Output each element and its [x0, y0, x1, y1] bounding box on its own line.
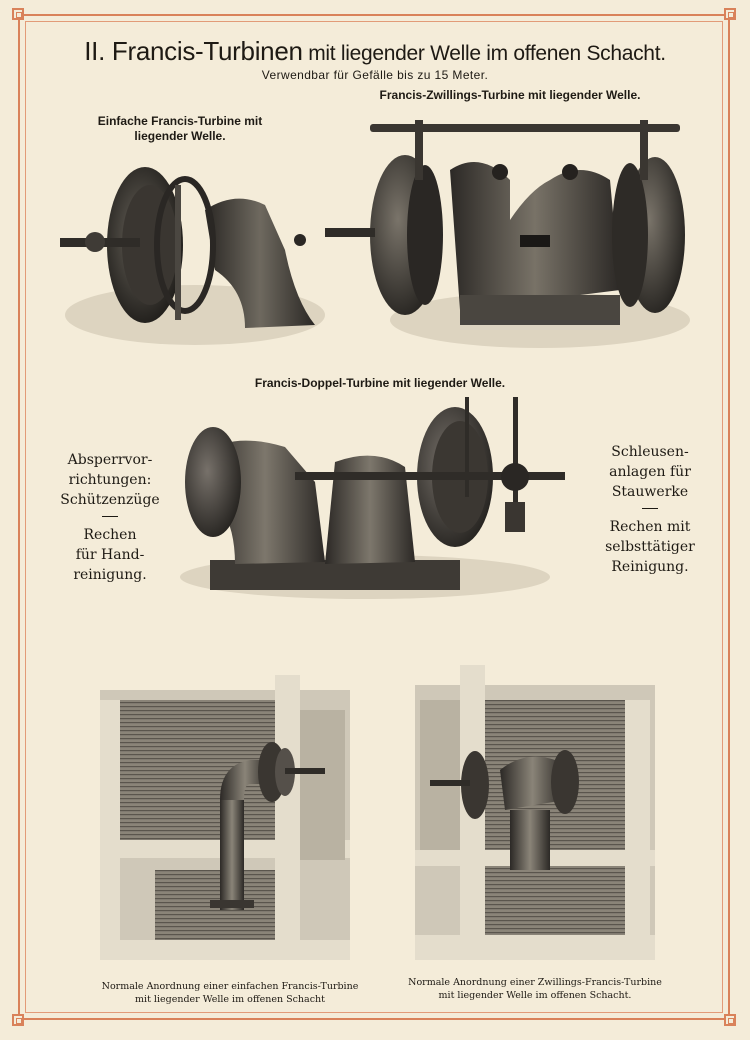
corner-ornament-bottom-right — [724, 1014, 736, 1026]
right-column-text: Schleusen- anlagen für Stauwerke Rechen … — [570, 442, 730, 577]
caption-left-line-1: Normale Anordnung einer einfachen Franci… — [101, 981, 359, 992]
right-bottom-line-3: Reinigung. — [611, 559, 689, 575]
caption-right-line-1: Normale Anordnung einer Zwillings-Franci… — [408, 977, 662, 988]
page-border-inner — [25, 21, 723, 1013]
shaft-arrangement-twin-illustration — [415, 665, 655, 960]
left-bottom-line-1: Rechen — [83, 527, 137, 543]
right-bottom-line-2: selbsttätiger — [605, 539, 695, 555]
caption-right-line-2: mit liegender Welle im offenen Schacht. — [438, 990, 632, 1001]
simple-turbine-illustration — [60, 167, 325, 345]
caption-twin-arrangement: Normale Anordnung einer Zwillings-Franci… — [385, 976, 685, 1002]
caption-left-line-2: mit liegender Welle im offenen Schacht — [135, 994, 325, 1005]
caption-simple-arrangement: Normale Anordnung einer einfachen Franci… — [80, 980, 380, 1006]
left-column-separator — [102, 516, 118, 517]
corner-ornament-top-left — [12, 8, 24, 20]
left-top-line-2: richtungen: — [68, 472, 152, 488]
title-part-1: II. Francis-Turbinen — [84, 36, 303, 66]
label-double-turbine: Francis-Doppel-Turbine mit liegender Wel… — [254, 376, 506, 390]
label-simple-turbine: Einfache Francis-Turbine mit liegender W… — [70, 114, 290, 144]
right-top-line-2: anlagen für — [609, 464, 691, 480]
page-title: II. Francis-Turbinen mit liegender Welle… — [40, 36, 710, 69]
right-top-line-1: Schleusen- — [611, 444, 689, 460]
page-border-outer — [18, 14, 730, 1020]
twin-turbine-illustration — [325, 120, 690, 348]
corner-ornament-bottom-left — [12, 1014, 24, 1026]
left-column-text: Absperrvor- richtungen: Schützenzüge Rec… — [30, 450, 190, 585]
right-bottom-line-1: Rechen mit — [609, 519, 691, 535]
title-part-2: mit liegender Welle im offenen Schacht. — [302, 42, 666, 65]
left-bottom-line-2: für Hand- — [75, 547, 145, 563]
label-simple-line-1: Einfache Francis-Turbine mit — [97, 114, 263, 128]
left-top-line-1: Absperrvor- — [67, 452, 153, 468]
left-top-line-3: Schützenzüge — [60, 492, 160, 508]
page-subtitle: Verwendbar für Gefälle bis zu 15 Meter. — [261, 68, 489, 82]
label-simple-line-2: liegender Welle. — [134, 129, 226, 143]
double-turbine-illustration — [180, 397, 565, 599]
corner-ornament-top-right — [724, 8, 736, 20]
right-column-separator — [642, 508, 658, 509]
shaft-arrangement-simple-illustration — [100, 675, 350, 960]
label-twin-turbine: Francis-Zwillings-Turbine mit liegender … — [379, 88, 641, 102]
left-bottom-line-3: reinigung. — [73, 567, 147, 583]
right-top-line-3: Stauwerke — [611, 484, 689, 500]
